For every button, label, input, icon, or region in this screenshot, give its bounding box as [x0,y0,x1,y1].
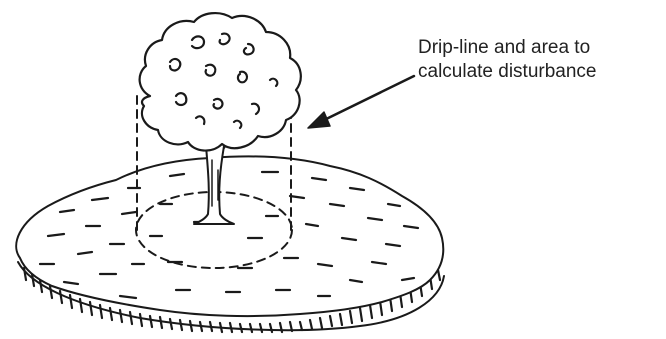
callout-arrowhead [308,112,330,128]
callout-label-line1: Drip-line and area to [418,36,664,60]
callout-label-line2: calculate disturbance [418,60,664,84]
callout-arrow-shaft [316,76,414,124]
callout-label: Drip-line and area to calculate disturba… [418,36,664,84]
